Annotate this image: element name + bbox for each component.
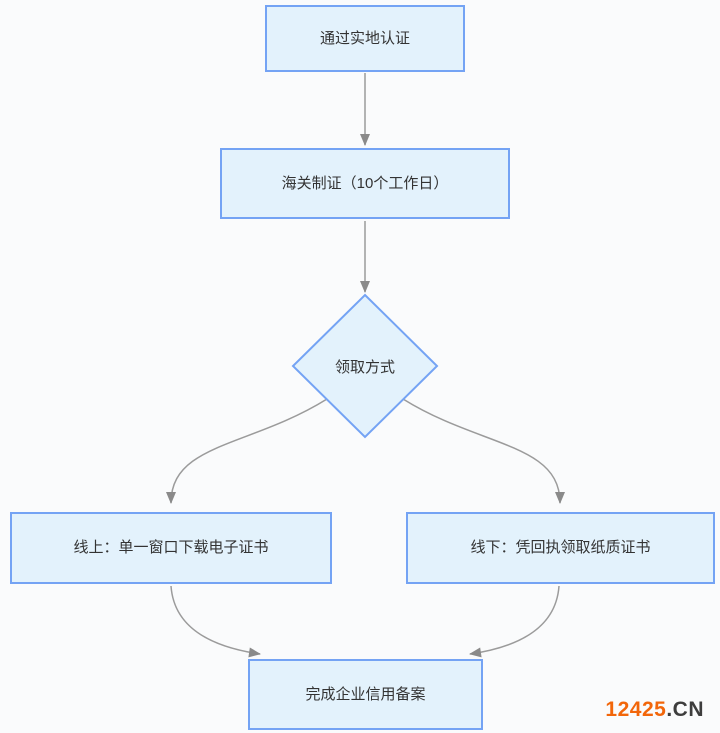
node-pickup-method-decision: 领取方式 (295, 356, 435, 377)
watermark-tld-text: .CN (666, 698, 704, 721)
node-label: 通过实地认证 (319, 29, 410, 47)
node-onsite-certification: 通过实地认证 (265, 5, 465, 72)
edge-decision-to-offline (402, 398, 565, 504)
node-label: 海关制证（10个工作日） (281, 174, 449, 192)
node-offline-paper-cert: 线下：凭回执领取纸质证书 (406, 512, 715, 584)
site-watermark: 12425.CN (605, 698, 704, 722)
node-complete-credit-filing: 完成企业信用备案 (248, 659, 483, 730)
decision-diamond-shape (291, 293, 439, 439)
node-label: 线下：凭回执领取纸质证书 (470, 539, 651, 557)
edge-offline-to-final (469, 585, 560, 658)
edge-decision-to-online (166, 398, 328, 504)
watermark-brand-text: 12425 (605, 698, 667, 721)
node-label: 领取方式 (334, 359, 395, 376)
node-customs-issue-certificate: 海关制证（10个工作日） (220, 148, 510, 219)
node-label: 线上：单一窗口下载电子证书 (73, 539, 269, 557)
node-label: 完成企业信用备案 (305, 685, 426, 703)
edge-online-to-final (170, 585, 261, 658)
node-online-download-ecert: 线上：单一窗口下载电子证书 (10, 512, 332, 584)
